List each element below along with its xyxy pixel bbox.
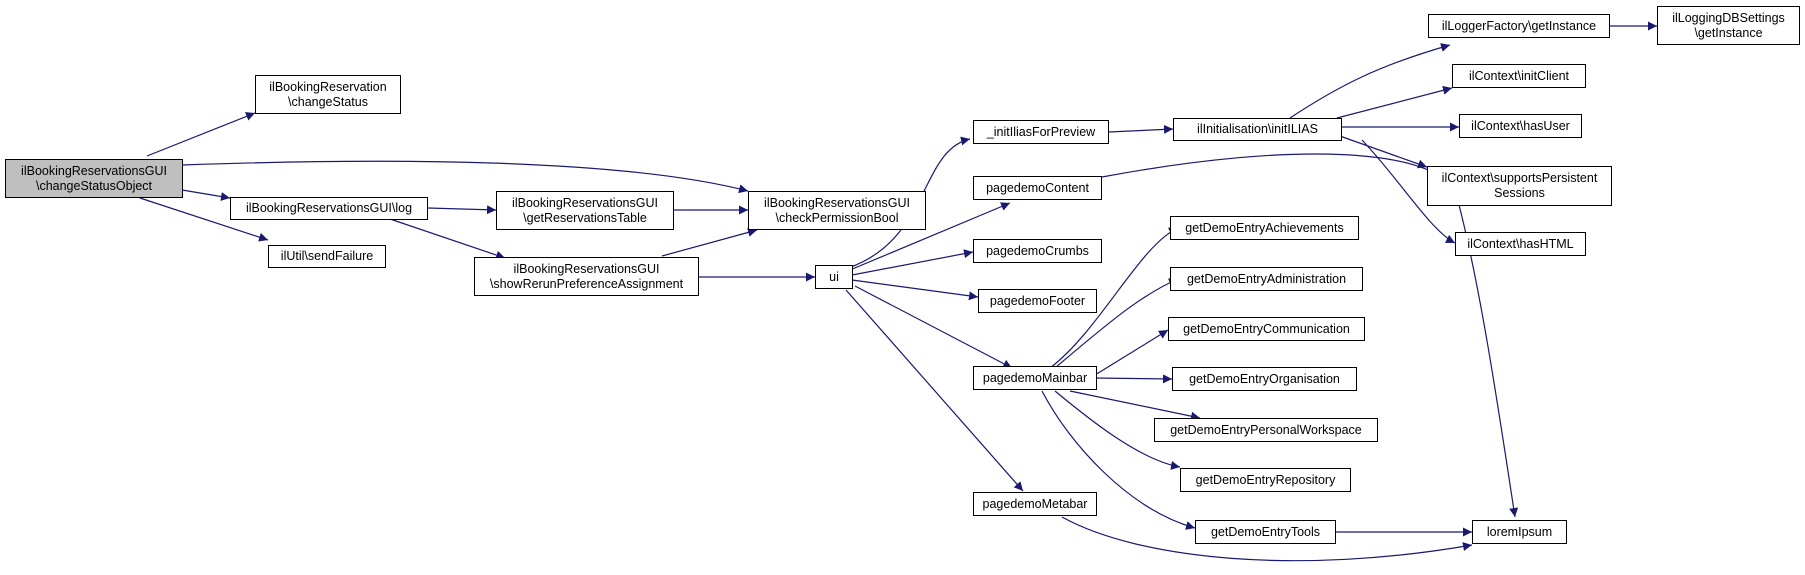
edge-mainbar-to-tools	[1041, 390, 1196, 530]
node-label: ilContext\supportsPersistent	[1441, 171, 1598, 185]
node-label: getDemoEntryRepository	[1195, 472, 1336, 487]
node-label: pagedemoCrumbs	[986, 243, 1089, 258]
edge-log-to-get-reservations-table	[427, 205, 497, 215]
node-label: pagedemoMainbar	[982, 370, 1088, 385]
node-has-user[interactable]: ilContext\hasUser	[1459, 114, 1582, 138]
node-label: getDemoEntryPersonalWorkspace	[1170, 422, 1362, 437]
node-label: ilContext\initClient	[1468, 68, 1570, 83]
node-label: ilBookingReservationsGUI	[21, 163, 167, 178]
node-pagedemo-crumbs[interactable]: pagedemoCrumbs	[973, 239, 1102, 263]
node-label: ilBookingReservation	[269, 79, 387, 94]
node-send-failure[interactable]: ilUtil\sendFailure	[268, 245, 386, 268]
node-label: Sessions	[1494, 186, 1545, 200]
node-pagedemo-footer[interactable]: pagedemoFooter	[978, 289, 1097, 313]
node-show-rerun-preference-assignment[interactable]: ilBookingReservationsGUI \showRerunPrefe…	[474, 257, 699, 296]
edge-ui-to-pagedemo-crumbs	[851, 249, 974, 276]
node-label: ilUtil\sendFailure	[280, 249, 374, 263]
node-pagedemo-mainbar[interactable]: pagedemoMainbar	[973, 366, 1097, 390]
node-pagedemo-content[interactable]: pagedemoContent	[973, 176, 1102, 200]
edge-root-to-check-permission	[181, 160, 749, 194]
node-label: ilContext\hasUser	[1471, 118, 1570, 133]
edge-init-ilias-to-logger-factory	[1289, 43, 1451, 119]
node-get-reservations-table[interactable]: ilBookingReservationsGUI \getReservation…	[496, 191, 674, 230]
node-check-permission-bool[interactable]: ilBookingReservationsGUI \checkPermissio…	[748, 191, 926, 230]
node-supports-persistent-sessions[interactable]: ilContext\supportsPersistent Sessions	[1427, 166, 1612, 206]
node-label: ilBookingReservationsGUI\log	[245, 201, 413, 215]
node-label: getDemoEntryAchievements	[1185, 220, 1344, 235]
node-label: ilBookingReservationsGUI	[512, 195, 658, 210]
edge-mainbar-to-administration	[1054, 278, 1179, 369]
edge-mainbar-to-repository	[1054, 390, 1181, 470]
node-label: ilBookingReservationsGUI	[513, 261, 660, 276]
edge-root-to-change-status	[146, 112, 256, 157]
edge-init-ilias-to-init-client	[1336, 85, 1453, 119]
node-label: \getReservationsTable	[523, 210, 647, 225]
node-booking-reservation-change-status[interactable]: ilBookingReservation \changeStatus	[255, 75, 401, 114]
edge-mainbar-to-achievements	[1049, 227, 1179, 369]
edge-ui-to-pagedemo-content	[849, 202, 1011, 271]
node-label: pagedemoFooter	[989, 293, 1086, 308]
node-get-demo-entry-organisation[interactable]: getDemoEntryOrganisation	[1172, 367, 1357, 391]
node-label: \checkPermissionBool	[775, 210, 899, 225]
edge-init-ilias-to-has-html	[1361, 139, 1456, 244]
node-label: pagedemoMetabar	[982, 496, 1088, 511]
node-label: \getInstance	[1694, 25, 1763, 40]
node-label: ilInitialisation\initILIAS	[1197, 122, 1318, 136]
node-label: \changeStatus	[288, 94, 368, 109]
node-label: getDemoEntryTools	[1210, 524, 1321, 539]
node-has-html[interactable]: ilContext\hasHTML	[1455, 232, 1586, 256]
node-init-ilias[interactable]: ilInitialisation\initILIAS	[1173, 118, 1342, 141]
node-get-demo-entry-communication[interactable]: getDemoEntryCommunication	[1168, 317, 1365, 341]
edge-mainbar-to-organisation	[1094, 374, 1173, 384]
node-logger-factory-get-instance[interactable]: ilLoggerFactory\getInstance	[1428, 14, 1610, 38]
node-label: ilLoggingDBSettings	[1672, 10, 1785, 25]
edge-ui-to-pagedemo-mainbar	[854, 285, 1013, 369]
node-label: ilBookingReservationsGUI	[764, 195, 910, 210]
node-get-demo-entry-personal-workspace[interactable]: getDemoEntryPersonalWorkspace	[1154, 418, 1378, 442]
node-log[interactable]: ilBookingReservationsGUI\log	[230, 197, 428, 220]
edge-metabar-to-lorem-ipsum	[1061, 516, 1473, 562]
edge-root-to-send-failure	[139, 197, 269, 242]
node-pagedemo-metabar[interactable]: pagedemoMetabar	[973, 492, 1097, 516]
node-label: getDemoEntryCommunication	[1183, 321, 1350, 336]
node-label: _initIliasForPreview	[986, 124, 1096, 139]
edge-init-ilias-for-preview-to-init-ilias	[1108, 124, 1174, 134]
node-label: getDemoEntryOrganisation	[1189, 371, 1340, 386]
node-label: getDemoEntryAdministration	[1186, 271, 1347, 286]
edge-root-to-log	[181, 189, 231, 201]
edge-ui-to-pagedemo-metabar	[845, 289, 1024, 492]
node-label: \showRerunPreferenceAssignment	[489, 276, 684, 291]
node-logging-db-settings-get-instance[interactable]: ilLoggingDBSettings \getInstance	[1657, 6, 1800, 45]
node-label: ui	[829, 269, 839, 284]
node-lorem-ipsum[interactable]: loremIpsum	[1472, 520, 1567, 544]
node-label: ilLoggerFactory\getInstance	[1441, 18, 1597, 33]
node-get-demo-entry-achievements[interactable]: getDemoEntryAchievements	[1170, 216, 1359, 240]
node-get-demo-entry-repository[interactable]: getDemoEntryRepository	[1180, 468, 1351, 492]
node-get-demo-entry-tools[interactable]: getDemoEntryTools	[1195, 520, 1336, 544]
node-init-ilias-for-preview[interactable]: _initIliasForPreview	[973, 120, 1109, 144]
edge-mainbar-to-communication	[1094, 329, 1169, 376]
node-label: ilContext\hasHTML	[1467, 236, 1574, 251]
edge-log-to-show-rerun	[389, 218, 506, 260]
node-get-demo-entry-administration[interactable]: getDemoEntryAdministration	[1170, 267, 1363, 291]
node-label: \changeStatusObject	[35, 178, 153, 193]
node-init-client[interactable]: ilContext\initClient	[1452, 64, 1586, 88]
edge-init-ilias-to-supports-persistent	[1336, 134, 1428, 169]
node-root-change-status-object: ilBookingReservationsGUI \changeStatusOb…	[5, 159, 183, 198]
node-label: pagedemoContent	[986, 180, 1089, 195]
node-label: loremIpsum	[1486, 524, 1553, 539]
edge-mainbar-to-personal-workspace	[1069, 390, 1201, 421]
edge-ui-to-pagedemo-footer	[851, 279, 979, 301]
edge-show-rerun-to-check-permission	[661, 228, 758, 257]
node-ui[interactable]: ui	[815, 265, 853, 289]
